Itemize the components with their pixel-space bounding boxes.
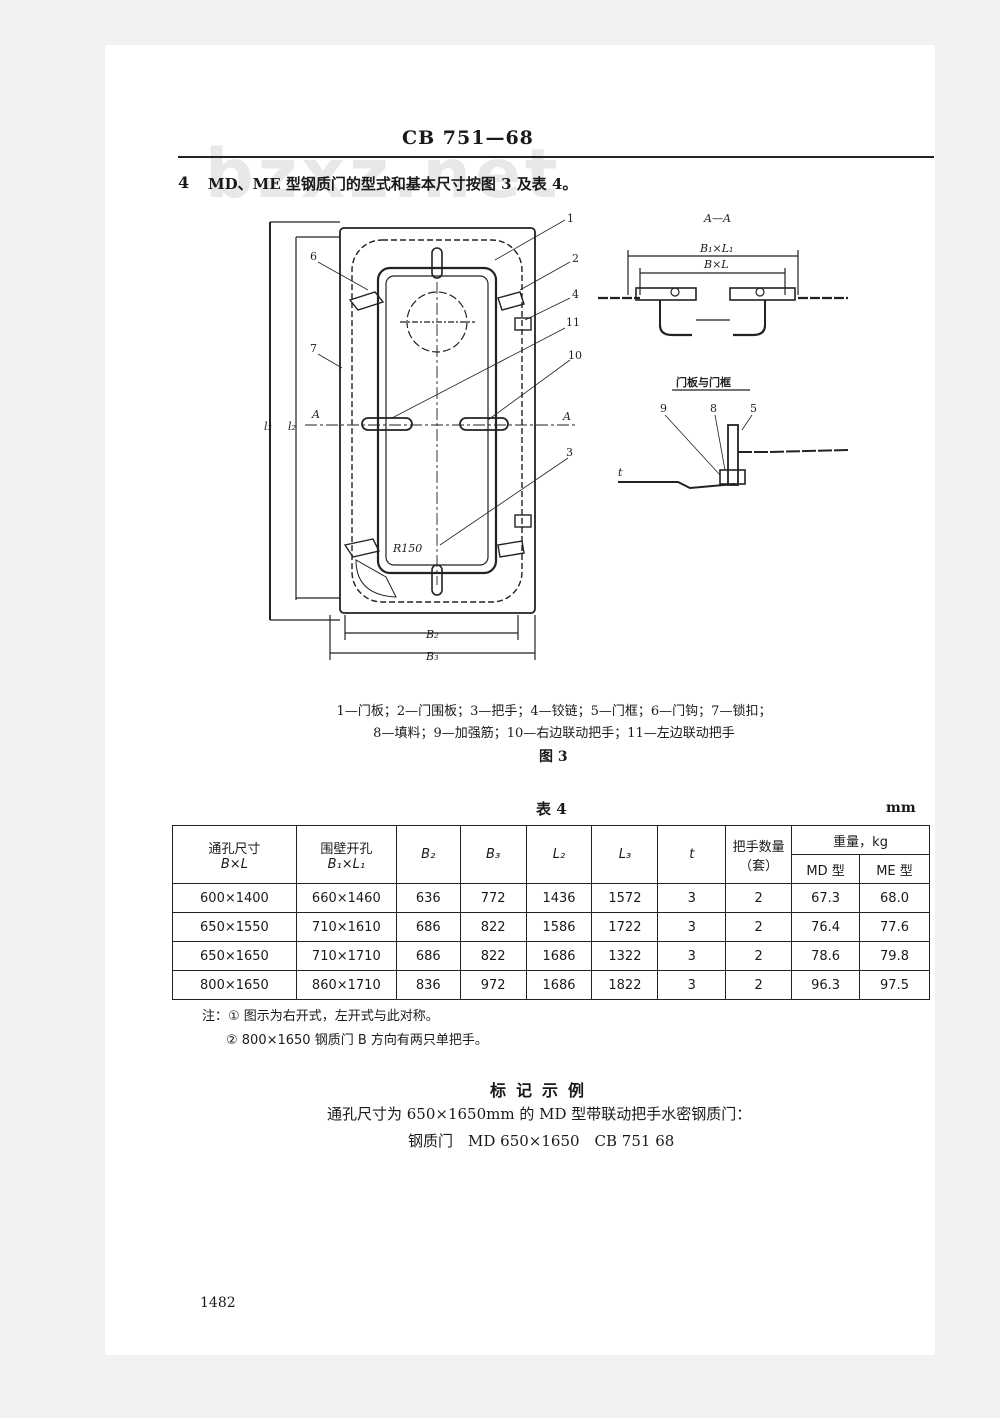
callout-7: 7 (310, 342, 317, 355)
detail-callout-8: 8 (710, 402, 717, 415)
standard-code: CB 751—68 (402, 127, 534, 149)
dim-b3: B₃ (425, 650, 439, 663)
watermark: bzxz.net (205, 135, 562, 214)
figure-legend-line2: 8—填料；9—加强筋；10—右边联动把手；11—左边联动把手 (373, 726, 735, 741)
header-rule (178, 156, 934, 158)
detail-t-label: t (618, 466, 623, 479)
header-l2: L₂ (525, 825, 593, 884)
detail-callout-9: 9 (660, 402, 667, 415)
section-text: MD、ME 型钢质门的型式和基本尺寸按图 3 及表 4。 (208, 175, 578, 193)
section-dim-b1l1: B₁×L₁ (699, 242, 733, 255)
door-front-view: 1 2 4 11 10 3 6 7 l₃ l₂ A A R150 B₂ B₃ (264, 212, 582, 663)
page-number: 1482 (200, 1295, 236, 1311)
callout-4: 4 (572, 288, 579, 301)
example-line-1: 通孔尺寸为 650×1650mm 的 MD 型带联动把手水密钢质门： (327, 1105, 752, 1123)
header-opening: 通孔尺寸 B×L (172, 825, 297, 884)
dim-b2: B₂ (425, 628, 439, 641)
header-b3: B₃ (459, 825, 527, 884)
note-1: 注：① 图示为右开式，左开式与此对称。 (202, 1009, 439, 1024)
callout-11: 11 (566, 316, 580, 329)
table-title: 表 4 (536, 800, 567, 818)
dim-l2: l₂ (288, 420, 296, 433)
header-coaming: 围壁开孔 B₁×L₁ (295, 825, 397, 884)
detail-title: 门板与门框 (676, 375, 731, 389)
section-number: 4 (178, 173, 190, 192)
dim-l3: l₃ (264, 420, 272, 433)
example-line-2: 钢质门 MD 650×1650 CB 751 68 (408, 1132, 675, 1150)
radius-label: R150 (392, 542, 422, 555)
section-mark-right: A (562, 410, 571, 423)
spec-table: 通孔尺寸 B×L 围壁开孔 B₁×L₁ B₂ B₃ L₂ L₃ t 把手数量 （… (172, 825, 930, 1000)
figure-label: 图 3 (539, 749, 568, 765)
callout-1: 1 (567, 212, 574, 225)
header-handles: 把手数量 （套） (725, 825, 793, 884)
callout-6: 6 (310, 250, 317, 263)
document-page (105, 45, 935, 1355)
header-md: MD 型 (791, 854, 861, 884)
section-mark-left: A (311, 408, 320, 421)
figure-legend-line1: 1—门板；2—门围板；3—把手；4—铰链；5—门框；6—门钩；7—锁扣； (336, 704, 772, 719)
header-b2: B₂ (395, 825, 461, 884)
table-unit: mm (886, 800, 916, 816)
header-weight: 重量，kg (791, 825, 930, 855)
header-l3: L₃ (591, 825, 659, 884)
detail-view: 门板与门框 9 8 5 t (618, 375, 849, 490)
header-me: ME 型 (859, 854, 930, 884)
callout-2: 2 (572, 252, 579, 265)
callout-3: 3 (566, 446, 573, 459)
section-a-a-view: A—A B₁×L₁ B×L (598, 212, 848, 337)
example-heading: 标记示例 (490, 1081, 595, 1100)
callout-10: 10 (568, 349, 582, 362)
section-title: A—A (703, 212, 731, 225)
note-2: ② 800×1650 钢质门 B 方向有两只单把手。 (226, 1033, 488, 1048)
detail-callout-5: 5 (750, 402, 757, 415)
section-dim-bl: B×L (703, 258, 729, 271)
header-t: t (657, 825, 727, 884)
